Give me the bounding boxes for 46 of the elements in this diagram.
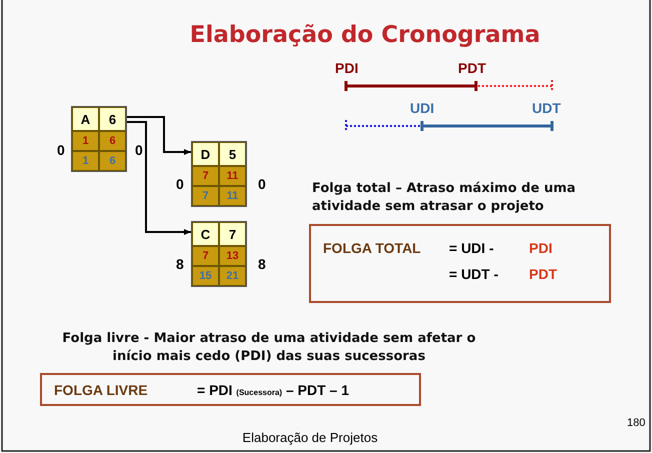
slack-value: 0 — [258, 176, 266, 192]
formula-box — [309, 224, 611, 303]
late-date-cell: 11 — [219, 186, 246, 206]
slack-value: 0 — [135, 142, 143, 158]
formula-name: FOLGA TOTAL — [323, 240, 421, 256]
formula-text: PDI — [529, 240, 552, 256]
activity-header-cell: 5 — [219, 142, 246, 166]
activity-header-cell: C — [192, 222, 219, 246]
early-date-cell: 6 — [99, 131, 126, 151]
definition-text: Folga livre - Maior atraso de uma atividade sem afetar o início mais cedo (PDI) das suas sucessoras — [61, 330, 477, 366]
slack-value: 8 — [176, 256, 184, 272]
formula-text: PDT — [529, 266, 557, 282]
activity-header-cell: 7 — [219, 222, 246, 246]
late-date-cell: 1 — [72, 151, 99, 171]
early-date-cell: 13 — [219, 246, 246, 266]
late-date-cell: 21 — [219, 266, 246, 286]
early-date-cell: 11 — [219, 166, 246, 186]
slack-value: 0 — [176, 176, 184, 192]
early-date-cell: 1 — [72, 131, 99, 151]
slack-value: 0 — [57, 142, 65, 158]
timeline-label: PDI — [335, 60, 358, 76]
formula-text: = UDT - — [449, 266, 498, 282]
activity-header-cell: 6 — [99, 107, 126, 131]
activity-box — [191, 141, 247, 207]
footer-text: Elaboração de Projetos — [241, 430, 379, 445]
activity-header-cell: A — [72, 107, 99, 131]
activity-header-cell: D — [192, 142, 219, 166]
connector-arrow — [127, 116, 191, 155]
formula-box — [40, 373, 421, 406]
activity-box — [71, 106, 127, 172]
slide-title: Elaboração do Cronograma — [188, 22, 542, 48]
definition-text: Folga total – Atraso máximo de uma atividade sem atrasar o projeto — [312, 180, 577, 216]
activity-box — [191, 221, 247, 287]
formula-text: = UDI - — [449, 240, 494, 256]
page-number: 180 — [627, 417, 646, 429]
early-date-cell: 7 — [192, 246, 219, 266]
connector-arrow — [127, 121, 191, 235]
timeline-label: PDT — [458, 60, 486, 76]
formula-name: FOLGA LIVRE — [54, 382, 148, 398]
slack-value: 8 — [258, 256, 266, 272]
late-date-cell: 15 — [192, 266, 219, 286]
timeline-label: UDI — [410, 100, 434, 116]
late-date-cell: 6 — [99, 151, 126, 171]
early-date-cell: 7 — [192, 166, 219, 186]
timeline-label: UDT — [532, 100, 561, 116]
late-date-cell: 7 — [192, 186, 219, 206]
